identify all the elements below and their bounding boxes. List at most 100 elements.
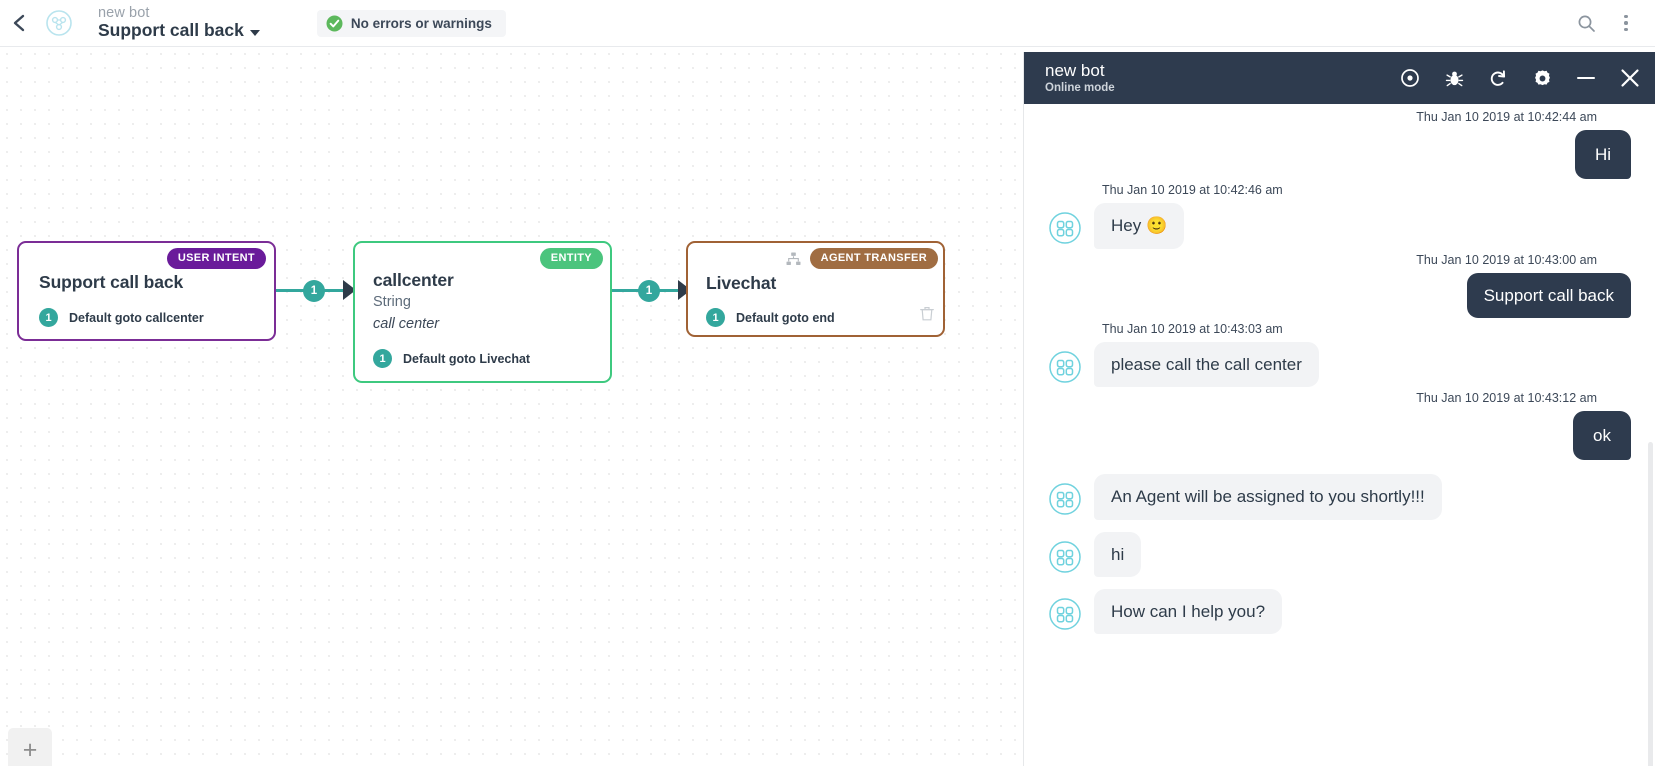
- port-number: 1: [706, 308, 725, 327]
- chat-header-actions: [1399, 67, 1641, 89]
- gear-icon: [1534, 69, 1550, 85]
- chat-subtitle: Online mode: [1045, 81, 1115, 94]
- message-row-bot: please call the call center: [1046, 341, 1631, 387]
- record-button[interactable]: [1399, 67, 1421, 89]
- smiley-icon: 🙂: [1145, 216, 1168, 236]
- node-callcenter[interactable]: ENTITY callcenter String call center 1 D…: [353, 241, 612, 383]
- search-icon: [1578, 15, 1595, 32]
- minimize-icon: [1577, 77, 1595, 79]
- refresh-icon: [1490, 70, 1506, 86]
- chat-message-list[interactable]: Thu Jan 10 2019 at 10:42:44 am Hi Thu Ja…: [1024, 104, 1655, 766]
- message-timestamp: Thu Jan 10 2019 at 10:42:46 am: [1102, 183, 1283, 198]
- message-row-user: Support call back: [1046, 272, 1631, 318]
- node-title: callcenter: [373, 270, 454, 290]
- chat-header-titles: new bot Online mode: [1045, 61, 1115, 95]
- node-badge: ENTITY: [539, 248, 603, 269]
- top-bar: new bot Support call back No errors or w…: [0, 0, 1655, 47]
- node-value-label: call center: [373, 316, 440, 332]
- message-group: How can I help you?: [1046, 588, 1631, 634]
- port-number: 1: [39, 308, 58, 327]
- node-title: Support call back: [39, 272, 184, 292]
- node-support-call-back[interactable]: USER INTENT Support call back 1 Default …: [17, 241, 276, 341]
- chat-settings-button[interactable]: [1531, 67, 1553, 89]
- trash-icon: [920, 307, 934, 321]
- restart-button[interactable]: [1487, 67, 1509, 89]
- message-row-bot: hi: [1046, 531, 1631, 577]
- overflow-menu-button[interactable]: [1611, 8, 1641, 38]
- avatar: [1046, 348, 1084, 386]
- bot-name-label: new bot: [98, 5, 150, 22]
- message-bubble: An Agent will be assigned to you shortly…: [1094, 474, 1442, 520]
- flow-name-label: Support call back: [98, 20, 244, 41]
- edge-label: 1: [303, 280, 325, 302]
- message-bubble: How can I help you?: [1094, 588, 1283, 634]
- page-title: new bot Support call back: [98, 5, 260, 41]
- message-timestamp: Thu Jan 10 2019 at 10:43:03 am: [1102, 321, 1283, 336]
- message-row-bot: How can I help you?: [1046, 588, 1631, 634]
- message-timestamp: Thu Jan 10 2019 at 10:42:44 am: [1416, 110, 1597, 124]
- bug-icon: [1445, 71, 1463, 86]
- bot-avatar-icon: [1049, 483, 1081, 515]
- avatar: [1046, 209, 1084, 247]
- hierarchy-icon[interactable]: [786, 252, 801, 266]
- message-group: Thu Jan 10 2019 at 10:43:03 am please ca…: [1046, 322, 1631, 387]
- message-bubble: Support call back: [1466, 272, 1631, 318]
- message-group: Thu Jan 10 2019 at 10:43:00 am Support c…: [1046, 253, 1631, 318]
- top-bar-actions: [1571, 8, 1655, 38]
- chat-header: new bot Online mode: [1024, 52, 1655, 104]
- node-title: Livechat: [706, 273, 777, 293]
- bot-avatar-icon: [1049, 540, 1081, 573]
- message-group: An Agent will be assigned to you shortly…: [1046, 474, 1631, 520]
- message-timestamp: Thu Jan 10 2019 at 10:43:12 am: [1416, 391, 1597, 405]
- message-bubble: please call the call center: [1094, 341, 1319, 387]
- message-bubble: Hi: [1574, 130, 1631, 180]
- node-port[interactable]: 1 Default goto end: [706, 308, 835, 327]
- avatar: [1046, 538, 1084, 576]
- node-badge: AGENT TRANSFER: [809, 248, 938, 269]
- node-livechat[interactable]: AGENT TRANSFER Livechat 1 Default goto e…: [686, 241, 945, 337]
- flow-name-dropdown[interactable]: Support call back: [98, 21, 260, 41]
- minimize-button[interactable]: [1575, 67, 1597, 89]
- flow-canvas[interactable]: 1 1 USER INTENT Support call back 1 Defa…: [0, 47, 1023, 766]
- close-chat-button[interactable]: [1619, 67, 1641, 89]
- chat-scrollbar[interactable]: [1648, 442, 1653, 766]
- status-badge[interactable]: No errors or warnings: [316, 9, 506, 37]
- chevron-left-icon: [13, 14, 25, 32]
- bot-avatar-icon: [1049, 351, 1081, 383]
- message-timestamp: Thu Jan 10 2019 at 10:43:00 am: [1416, 252, 1597, 267]
- message-group: Thu Jan 10 2019 at 10:42:46 am Hey: [1046, 183, 1631, 249]
- message-bubble: hi: [1094, 531, 1142, 577]
- message-group: hi: [1046, 531, 1631, 577]
- bot-avatar-icon: [1049, 212, 1081, 244]
- arrow-head-icon: [343, 280, 356, 300]
- message-row-user: ok: [1046, 411, 1631, 461]
- close-icon: [1621, 69, 1639, 87]
- bot-avatar-icon: [1049, 598, 1081, 630]
- zoom-in-label: +: [22, 735, 38, 764]
- message-row-bot: An Agent will be assigned to you shortly…: [1046, 474, 1631, 520]
- node-port[interactable]: 1 Default goto callcenter: [39, 308, 204, 327]
- port-number: 1: [373, 349, 392, 368]
- back-button[interactable]: [0, 0, 40, 47]
- node-badge: USER INTENT: [166, 248, 266, 269]
- message-group: Thu Jan 10 2019 at 10:43:12 am ok: [1046, 391, 1631, 461]
- delete-node-button[interactable]: [920, 306, 934, 326]
- chat-preview-panel: new bot Online mode: [1023, 52, 1655, 766]
- zoom-in-button[interactable]: +: [8, 728, 52, 766]
- edge-label: 1: [638, 280, 660, 302]
- record-icon: [1401, 69, 1419, 87]
- port-label: Default goto callcenter: [69, 310, 204, 325]
- message-group: Thu Jan 10 2019 at 10:42:44 am Hi: [1046, 110, 1631, 180]
- status-label: No errors or warnings: [350, 15, 492, 31]
- kebab-menu-icon: [1624, 14, 1628, 32]
- check-circle-icon: [326, 15, 343, 31]
- avatar: [1046, 480, 1084, 518]
- node-port[interactable]: 1 Default goto Livechat: [373, 349, 530, 368]
- avatar: [1046, 595, 1084, 633]
- message-row-user: Hi: [1046, 130, 1631, 180]
- search-button[interactable]: [1571, 8, 1601, 38]
- chevron-down-icon: [249, 29, 260, 36]
- debug-button[interactable]: [1443, 67, 1465, 89]
- port-label: Default goto end: [736, 310, 835, 325]
